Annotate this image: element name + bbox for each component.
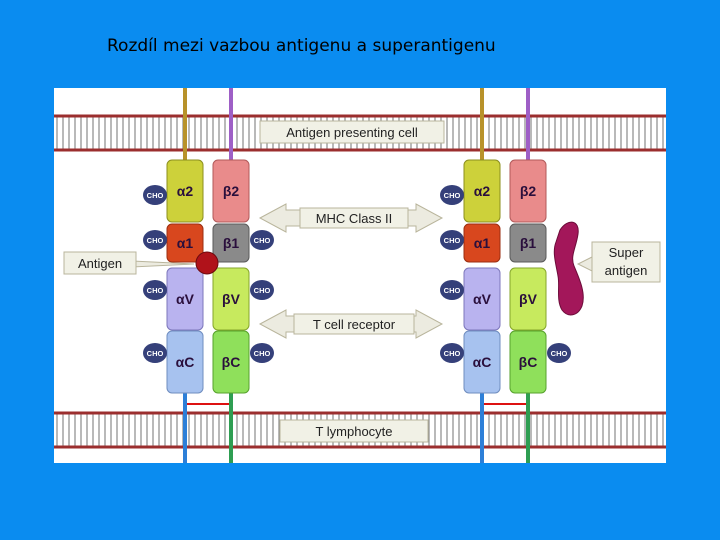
label-text: MHC Class II — [316, 211, 393, 226]
domain-alpha2: α2 — [463, 159, 501, 223]
label-text: antigen — [605, 263, 648, 278]
label-text: αC — [176, 354, 195, 370]
label-text: α2 — [177, 183, 194, 199]
label-text: αV — [176, 291, 195, 307]
domain-alpha1: α1 — [463, 223, 501, 263]
alpha-tcr-stem-bottom — [183, 388, 187, 463]
cho-glycan: CHO — [440, 230, 464, 250]
label-text: α1 — [474, 235, 491, 251]
label-text: βV — [222, 291, 241, 307]
superantigen-molecule — [553, 221, 584, 316]
label-text: CHO — [147, 286, 164, 295]
domain-alphaC: αC — [463, 330, 501, 394]
label-text: CHO — [444, 349, 461, 358]
label-text: Antigen presenting cell — [286, 125, 418, 140]
label-text: βC — [222, 354, 241, 370]
left-complex: α2 β2 α1 β1 αV βV αC βC CHO CHO CHO CHO … — [143, 88, 274, 463]
beta-tcr-stem-bottom — [229, 388, 233, 463]
label-text: CHO — [254, 286, 271, 295]
label-text: α1 — [177, 235, 194, 251]
cho-glycan: CHO — [547, 343, 571, 363]
label-text: CHO — [254, 236, 271, 245]
label-superantigen: Super antigen — [576, 241, 661, 283]
domain-betaV: βV — [212, 267, 250, 331]
cho-glycan: CHO — [143, 230, 167, 250]
label-text: α2 — [474, 183, 491, 199]
domain-betaC: βC — [509, 330, 547, 394]
label-text: βC — [519, 354, 538, 370]
domain-alpha1: α1 — [166, 223, 204, 263]
domain-beta1: β1 — [212, 223, 250, 263]
label-apc: Antigen presenting cell — [259, 120, 445, 144]
label-text: CHO — [444, 191, 461, 200]
cho-glycan: CHO — [250, 230, 274, 250]
label-mhc-class-ii: MHC Class II — [258, 203, 444, 233]
domain-beta2: β2 — [509, 159, 547, 223]
label-text: CHO — [147, 349, 164, 358]
label-text: CHO — [444, 286, 461, 295]
beta-chain-stem-top — [229, 88, 233, 162]
label-text: β1 — [520, 235, 537, 251]
right-complex: α2 β2 α1 β1 αV βV αC βC CHO CHO CHO CHO … — [440, 88, 584, 463]
label-text: Antigen — [78, 256, 122, 271]
domain-alphaC: αC — [166, 330, 204, 394]
label-text: CHO — [147, 236, 164, 245]
label-text: CHO — [444, 236, 461, 245]
label-text: β1 — [223, 235, 240, 251]
label-text: CHO — [551, 349, 568, 358]
cho-glycan: CHO — [250, 280, 274, 300]
label-text: Super — [609, 245, 644, 260]
binding-diagram: α2 β2 α1 β1 αV βV αC βC CHO CHO CHO CHO … — [54, 88, 666, 463]
domain-beta2: β2 — [212, 159, 250, 223]
cho-glycan: CHO — [143, 280, 167, 300]
label-text: T cell receptor — [313, 317, 396, 332]
domain-beta1: β1 — [509, 223, 547, 263]
domain-alphaV: αV — [463, 267, 501, 331]
label-t-cell-receptor: T cell receptor — [258, 309, 444, 339]
label-text: β2 — [223, 183, 240, 199]
antigen-peptide — [195, 251, 219, 275]
cho-glycan: CHO — [440, 280, 464, 300]
label-text: αC — [473, 354, 492, 370]
cho-glycan: CHO — [440, 343, 464, 363]
domain-alpha2: α2 — [166, 159, 204, 223]
label-text: CHO — [254, 349, 271, 358]
cho-glycan: CHO — [250, 343, 274, 363]
label-text: βV — [519, 291, 538, 307]
label-t-lymphocyte: T lymphocyte — [279, 419, 429, 443]
domain-alphaV: αV — [166, 267, 204, 331]
cho-glycan: CHO — [143, 185, 167, 205]
domain-betaV: βV — [509, 267, 547, 331]
domain-betaC: βC — [212, 330, 250, 394]
label-antigen: Antigen — [63, 251, 195, 275]
label-text: CHO — [147, 191, 164, 200]
label-text: T lymphocyte — [315, 424, 392, 439]
cho-glycan: CHO — [440, 185, 464, 205]
label-text: β2 — [520, 183, 537, 199]
slide-title: Rozdíl mezi vazbou antigenu a superantig… — [107, 36, 496, 56]
alpha-chain-stem-top — [183, 88, 187, 162]
cho-glycan: CHO — [143, 343, 167, 363]
label-text: αV — [473, 291, 492, 307]
